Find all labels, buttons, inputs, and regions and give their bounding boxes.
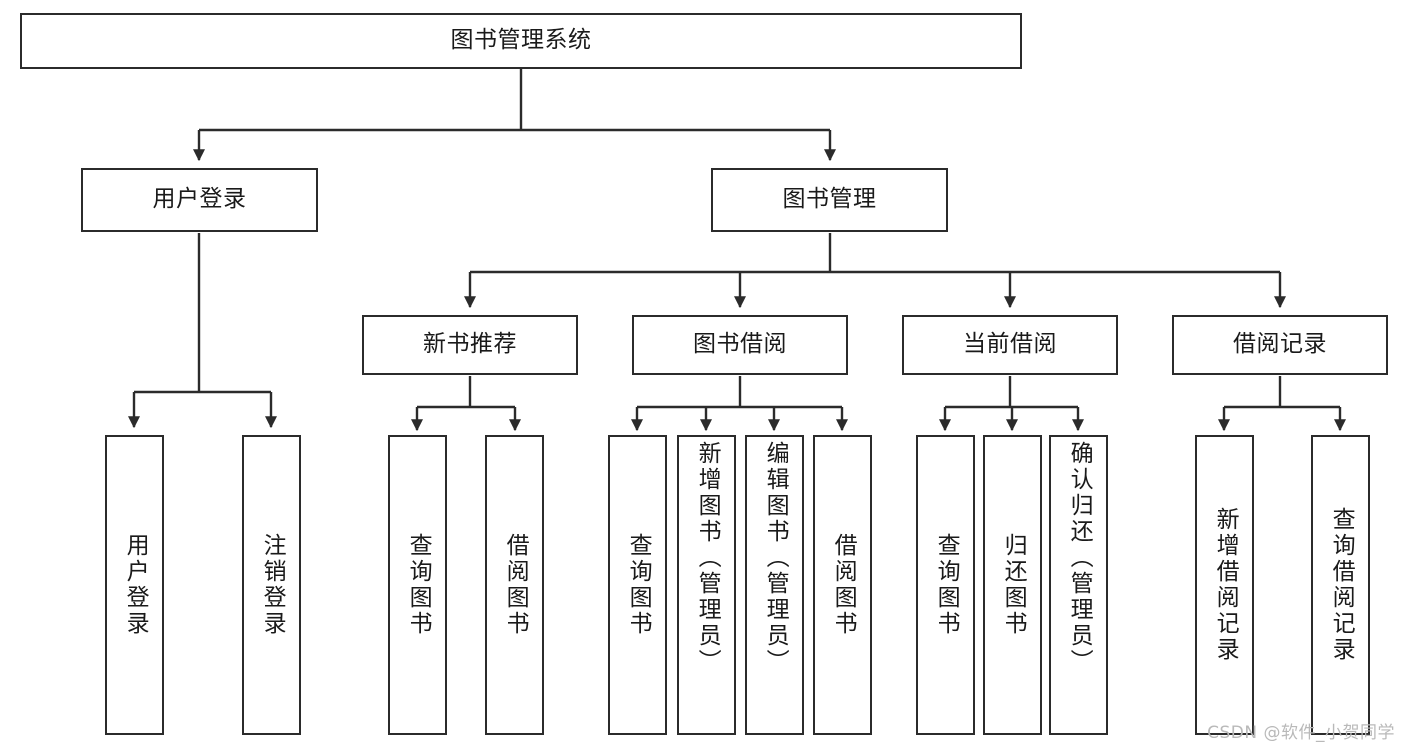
node-current-borrow[interactable]: 当前借阅 xyxy=(902,315,1118,375)
node-leaf-query-book-2[interactable]: 查询图书 xyxy=(608,435,667,735)
node-book-manage-label: 图书管理 xyxy=(782,186,877,213)
node-leaf-add-book-admin-label: 新增图书（管理员） xyxy=(694,441,721,675)
node-leaf-logout-login[interactable]: 注销登录 xyxy=(242,435,301,735)
node-leaf-logout-login-label: 注销登录 xyxy=(259,533,286,637)
node-current-borrow-label: 当前借阅 xyxy=(963,331,1057,358)
node-borrow-record-label: 借阅记录 xyxy=(1233,331,1327,358)
node-root[interactable]: 图书管理系统 xyxy=(20,13,1022,69)
node-book-borrow-label: 图书借阅 xyxy=(693,331,787,358)
node-new-book-recommend-label: 新书推荐 xyxy=(423,331,517,358)
node-leaf-return-book[interactable]: 归还图书 xyxy=(983,435,1042,735)
watermark: CSDN @软件_小贺同学 xyxy=(1207,723,1395,743)
node-book-borrow[interactable]: 图书借阅 xyxy=(632,315,848,375)
node-leaf-query-book-2-label: 查询图书 xyxy=(625,533,652,637)
node-leaf-user-login[interactable]: 用户登录 xyxy=(105,435,164,735)
node-leaf-query-book-3-label: 查询图书 xyxy=(933,533,960,637)
node-leaf-borrow-book-2-label: 借阅图书 xyxy=(830,533,857,637)
node-leaf-edit-book-admin[interactable]: 编辑图书（管理员） xyxy=(745,435,804,735)
node-borrow-record[interactable]: 借阅记录 xyxy=(1172,315,1388,375)
node-leaf-query-borrow-record[interactable]: 查询借阅记录 xyxy=(1311,435,1370,735)
node-book-manage[interactable]: 图书管理 xyxy=(711,168,948,232)
node-leaf-add-borrow-record-label: 新增借阅记录 xyxy=(1212,507,1239,663)
node-leaf-borrow-book-1-label: 借阅图书 xyxy=(502,533,529,637)
node-leaf-edit-book-admin-label: 编辑图书（管理员） xyxy=(762,441,789,675)
node-leaf-return-book-label: 归还图书 xyxy=(1000,533,1027,637)
node-leaf-borrow-book-2[interactable]: 借阅图书 xyxy=(813,435,872,735)
node-leaf-query-book-1-label: 查询图书 xyxy=(405,533,432,637)
node-leaf-query-book-1[interactable]: 查询图书 xyxy=(388,435,447,735)
node-leaf-query-borrow-record-label: 查询借阅记录 xyxy=(1328,507,1355,663)
node-leaf-confirm-return-admin[interactable]: 确认归还（管理员） xyxy=(1049,435,1108,735)
node-leaf-add-borrow-record[interactable]: 新增借阅记录 xyxy=(1195,435,1254,735)
node-root-label: 图书管理系统 xyxy=(450,27,592,54)
node-leaf-borrow-book-1[interactable]: 借阅图书 xyxy=(485,435,544,735)
node-leaf-query-book-3[interactable]: 查询图书 xyxy=(916,435,975,735)
node-leaf-confirm-return-admin-label: 确认归还（管理员） xyxy=(1066,441,1093,675)
node-leaf-user-login-label: 用户登录 xyxy=(122,533,149,637)
node-new-book-recommend[interactable]: 新书推荐 xyxy=(362,315,578,375)
node-user-login[interactable]: 用户登录 xyxy=(81,168,318,232)
node-leaf-add-book-admin[interactable]: 新增图书（管理员） xyxy=(677,435,736,735)
node-user-login-label: 用户登录 xyxy=(152,186,247,213)
